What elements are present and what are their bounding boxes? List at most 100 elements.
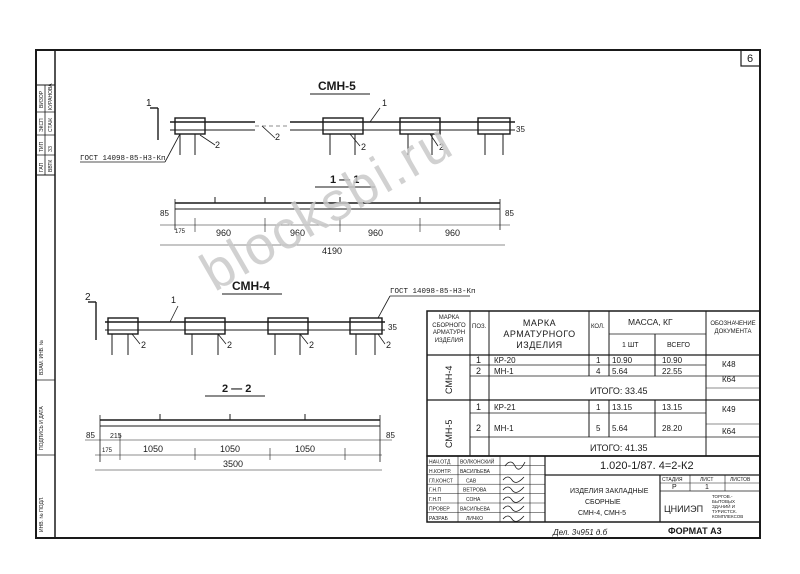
- callout: 1: [171, 295, 176, 305]
- cmh5-section: 1 — 1 85 175 960 960 960 960 4190 85: [160, 174, 514, 256]
- header-qty: КОЛ.: [591, 324, 605, 330]
- sheets-header: ЛИСТОВ: [730, 477, 751, 483]
- description-line: СБОРНЫЕ: [585, 499, 621, 506]
- stamp-cell: ЗЗ: [48, 146, 54, 152]
- row-mass-one: 13.15: [612, 403, 633, 412]
- header-mark: МАРКА СБОРНОГО АРМАТУРН ИЗДЕЛИЯ: [432, 315, 466, 344]
- stage-header: СТАДИЯ: [662, 477, 683, 483]
- sheet-number: 6: [747, 53, 753, 65]
- cmh4-gost: ГОСТ 14098-85-Н3-Кп: [390, 288, 476, 296]
- cmh5-gost: ГОСТ 14098-85-Н3-Кп: [80, 155, 166, 163]
- document-code: 1.020-1/87. 4=2-К2: [600, 460, 694, 472]
- stage-value: Р: [672, 484, 677, 491]
- total-dimension: 3500: [223, 459, 243, 469]
- sheet-header: ЛИСТ: [700, 477, 713, 483]
- cmh5-section-title: 1 — 1: [330, 174, 359, 186]
- row-pos: 2: [476, 423, 481, 433]
- row-pos: 1: [476, 355, 481, 365]
- sheet-value: 1: [705, 484, 709, 491]
- header-doc: ОБОЗНАЧЕНИЕ ДОКУМЕНТА: [710, 321, 756, 335]
- span-dimension: 1050: [143, 444, 163, 454]
- callout: 2: [386, 340, 391, 350]
- stamp-cell: КУРАНОВА: [48, 83, 54, 110]
- callout: 2: [309, 340, 314, 350]
- row-doc: К64: [722, 427, 736, 436]
- format-label: ФОРМАТ А3: [668, 526, 722, 536]
- row-doc: К48: [722, 360, 736, 369]
- role-name: ВАСИЛЬЕВА: [460, 469, 491, 475]
- dimension: 35: [516, 125, 525, 134]
- span-dimension: 1050: [220, 444, 240, 454]
- spec-table: МАРКА СБОРНОГО АРМАТУРН ИЗДЕЛИЯ ПОЗ. МАР…: [426, 310, 761, 457]
- dimension: 85: [86, 431, 95, 440]
- description-line: СМН-4, СМН-5: [578, 510, 626, 517]
- row-qty: 4: [596, 367, 601, 376]
- role-name: САВ: [466, 478, 477, 484]
- role-name: СОНА: [466, 497, 481, 503]
- span-dimension: 960: [290, 228, 305, 238]
- section-mark: 1: [146, 98, 152, 109]
- row-qty: 1: [596, 356, 601, 365]
- header-rebar: МАРКА АРМАТУРНОГО ИЗДЕЛИЯ: [503, 318, 576, 350]
- callout: 2: [361, 142, 366, 152]
- organization: ЦНИИЭП: [664, 504, 703, 514]
- header-mass: МАССА, КГ: [628, 317, 673, 327]
- dimension: 85: [505, 209, 514, 218]
- role-label: ГЛ.КОНСТ: [429, 478, 453, 484]
- stamp-cell: ВВТК: [48, 160, 54, 172]
- dimension: 85: [386, 431, 395, 440]
- role-label: Н.КОНТР.: [429, 469, 451, 475]
- dimension: 175: [102, 448, 113, 454]
- span-dimension: 960: [216, 228, 231, 238]
- stamp-label: ПОДПИСЬ И ДАТА: [39, 406, 45, 450]
- header-mass-one: 1 ШТ: [622, 342, 639, 349]
- side-stamp: ВИЗОР КУРАНОВА ЭКСП СТАЖ ТИП ЗЗ ГАП ВВТК…: [36, 83, 55, 532]
- callout: 2: [215, 140, 220, 150]
- role-label: Г.Н.П: [429, 488, 441, 494]
- row-mass-all: 28.20: [662, 424, 683, 433]
- row-mass-all: 13.15: [662, 403, 683, 412]
- row-pos: 1: [476, 402, 481, 412]
- role-name: ВЕТРОВА: [463, 488, 487, 494]
- row-doc: К49: [722, 405, 736, 414]
- role-label: РАЗРАБ: [429, 516, 449, 522]
- callout: 2: [141, 340, 146, 350]
- row-rebar: КР-21: [494, 403, 516, 412]
- callout: 2: [227, 340, 232, 350]
- handwritten-note: Дел. 3ч951 д.б: [552, 528, 608, 537]
- row-qty: 5: [596, 424, 601, 433]
- cmh5-title: СМН-5: [318, 79, 356, 93]
- row-pos: 2: [476, 366, 481, 376]
- role-name: ВАСИЛЬЕВА: [460, 507, 491, 513]
- role-label: ПРОВЕР: [429, 507, 450, 513]
- row-mass-one: 10.90: [612, 356, 633, 365]
- group-mark: СМН-5: [444, 420, 454, 448]
- stamp-cell: ГАП: [39, 162, 45, 172]
- callout: 2: [275, 132, 280, 142]
- cmh4-section-title: 2 — 2: [222, 383, 251, 395]
- cmh5-plan: СМН-5 1 1 2 2 2 2 35: [80, 79, 525, 163]
- span-dimension: 960: [445, 228, 460, 238]
- stamp-cell: СТАЖ: [48, 117, 54, 132]
- group-total: ИТОГО: 33.45: [590, 386, 647, 396]
- callout: 1: [382, 98, 387, 108]
- inner-frame: [54, 49, 761, 539]
- cmh4-section: 2 — 2 85 215 175 1050 1050 1050 3500 85: [85, 383, 395, 471]
- stamp-cell: ЭКСП: [39, 118, 45, 132]
- sheet-number-box: [740, 49, 761, 67]
- stamp-cell: ТИП: [39, 141, 45, 152]
- header-pos: ПОЗ.: [472, 324, 487, 330]
- callout: 2: [439, 142, 444, 152]
- organization-note: ТОРГОВ.-: [712, 494, 733, 499]
- row-doc: К64: [722, 375, 736, 384]
- stamp-label: ИНВ. № ПОДЛ.: [39, 496, 45, 532]
- row-mass-one: 5.64: [612, 424, 628, 433]
- dimension: 215: [110, 433, 122, 440]
- cmh4-plan: СМН-4 2 1 2 2 2 2 35 ГОСТ 14098-85-Н3-: [85, 279, 476, 355]
- stamp-cell: ВИЗОР: [39, 90, 45, 108]
- cmh4-title: СМН-4: [232, 279, 270, 293]
- group-total: ИТОГО: 41.35: [590, 443, 647, 453]
- title-block: НАЧ.ОТД ВОЛКОНСКИЙ Н.КОНТР. ВАСИЛЬЕВА ГЛ…: [426, 455, 761, 523]
